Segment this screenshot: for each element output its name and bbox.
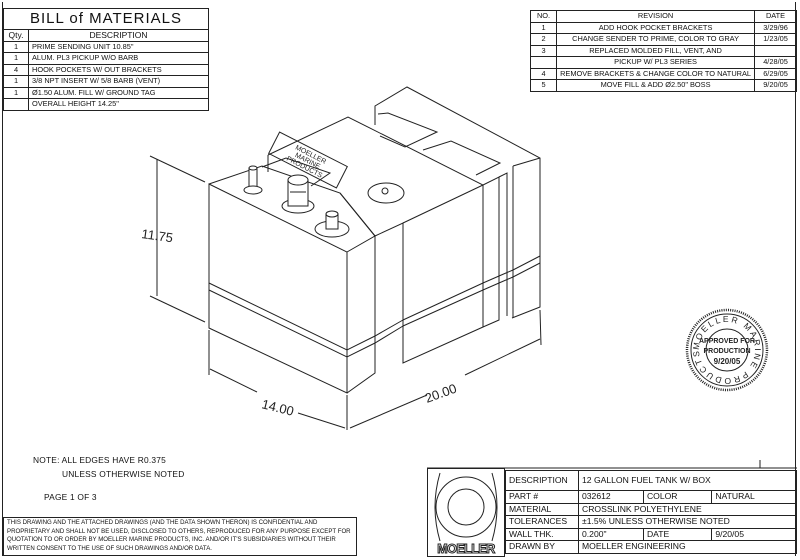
pickup-fitting (314, 210, 350, 238)
rev-text: ADD HOOK POCKET BRACKETS (556, 21, 756, 34)
dimension-depth: 14.00 (208, 330, 348, 430)
wall-value: 0.200" (578, 527, 644, 541)
rev-date: 9/20/05 (754, 79, 797, 92)
dim-depth-label: 14.00 (260, 396, 295, 418)
description-label: DESCRIPTION (505, 470, 579, 491)
approval-stamp: MOELLER MARINE PRODUCTS APPROVED FOR PRO… (685, 308, 769, 392)
logo-ring-icon (434, 472, 498, 542)
rev-text: MOVE FILL & ADD Ø2.50" BOSS (556, 79, 756, 92)
logo-text: MOELLER (437, 542, 496, 557)
moeller-logo: MOELLER (427, 468, 505, 557)
wall-label: WALL THK. (505, 527, 579, 541)
sender-plate (367, 182, 405, 204)
rev-text: CHANGE SENDER TO PRIME, COLOR TO GRAY (556, 33, 756, 46)
rev-date (754, 44, 797, 57)
rev-no: 3 (529, 44, 558, 57)
vent-fitting (243, 165, 263, 195)
drawn-by-label: DRAWN BY (505, 540, 579, 554)
note-line-1: NOTE: ALL EDGES HAVE R0.375 (33, 455, 166, 465)
fill-fitting (281, 174, 315, 214)
bom-description-header: DESCRIPTION (28, 29, 209, 42)
date-label: DATE (642, 527, 713, 541)
bom-description: OVERALL HEIGHT 14.25" (28, 98, 209, 111)
stamp-line: 9/20/05 (714, 357, 741, 366)
part-value: 032612 (578, 490, 644, 504)
dim-width-label: 20.00 (423, 381, 459, 406)
stamp-line: PRODUCTION (703, 348, 750, 355)
bom-title: BILL of MATERIALS (3, 8, 209, 30)
stamp-line: APPROVED FOR (699, 338, 755, 345)
bom-qty: 1 (3, 52, 29, 65)
part-label: PART # (505, 490, 579, 504)
bom-row: OVERALL HEIGHT 14.25" (3, 98, 209, 111)
date-value: 9/20/05 (711, 527, 797, 541)
material-label: MATERIAL (505, 502, 579, 516)
note-line-2: UNLESS OTHERWISE NOTED (62, 469, 185, 479)
page-number: PAGE 1 OF 3 (44, 492, 97, 502)
dimension-width: 20.00 (349, 309, 542, 429)
bom-description: ALUM. PL3 PICKUP W/O BARB (28, 52, 209, 65)
rev-date: 1/23/05 (754, 33, 797, 46)
drawn-by-value: MOELLER ENGINEERING (578, 540, 797, 554)
bom-qty-header: Qty. (3, 29, 29, 42)
material-value: CROSSLINK POLYETHYLENE (578, 502, 797, 516)
description-value: 12 GALLON FUEL TANK W/ BOX (578, 470, 797, 491)
confidentiality-notice: THIS DRAWING AND THE ATTACHED DRAWINGS (… (3, 517, 357, 556)
rev-date: 3/29/96 (754, 21, 797, 34)
tolerances-label: TOLERANCES (505, 515, 579, 529)
back-block (374, 86, 541, 319)
tolerances-value: ±1.5% UNLESS OTHERWISE NOTED (578, 515, 797, 529)
dimension-height: 11.75 (141, 155, 206, 323)
rev-text: REPLACED MOLDED FILL, VENT, AND (556, 44, 756, 57)
rev-no: 4 (529, 67, 558, 80)
color-label: COLOR (642, 490, 713, 504)
rev-no: 1 (529, 21, 558, 34)
color-value: NATURAL (711, 490, 797, 504)
rev-no: 5 (529, 79, 558, 92)
dim-height-label: 11.75 (141, 226, 174, 245)
bom-description: PRIME SENDING UNIT 10.85" (28, 40, 209, 53)
rev-no: 2 (529, 33, 558, 46)
